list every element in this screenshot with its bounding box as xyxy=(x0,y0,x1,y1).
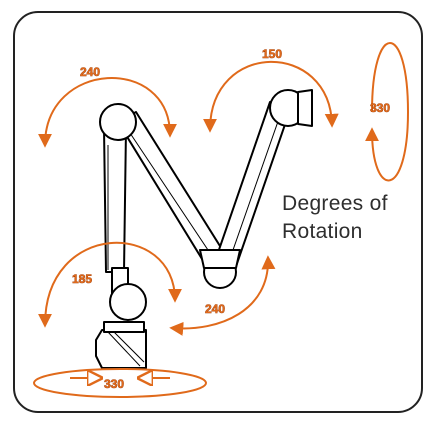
caption-line-2: Rotation xyxy=(282,220,363,243)
base-rotation-ellipse xyxy=(33,368,207,398)
base-housing xyxy=(95,329,147,369)
tool-flange xyxy=(297,89,313,127)
rotation-label-elbow-top: 150 xyxy=(262,47,282,61)
rotation-label-shoulder-upper: 240 xyxy=(80,65,100,79)
rotation-label-base: 330 xyxy=(104,377,124,391)
rotation-label-shoulder-lower: 185 xyxy=(72,272,92,286)
rotation-arrows xyxy=(33,42,410,398)
elbow-bottom-arrow xyxy=(169,255,276,336)
rotation-label-elbow-bottom: 240 xyxy=(205,302,225,316)
rotation-label-wrist: 330 xyxy=(370,101,390,115)
base-joint xyxy=(109,283,147,321)
caption-line-1: Degrees of xyxy=(282,192,388,215)
diagram-caption: Degrees of Rotation xyxy=(282,190,402,246)
shoulder-joint xyxy=(99,103,137,141)
wrist-arrow xyxy=(365,42,410,182)
upper-arm-link xyxy=(103,127,127,273)
shoulder-upper-arrow xyxy=(38,77,177,148)
elbow-top-arrow xyxy=(203,60,339,133)
shoulder-lower-arrow xyxy=(38,241,182,328)
